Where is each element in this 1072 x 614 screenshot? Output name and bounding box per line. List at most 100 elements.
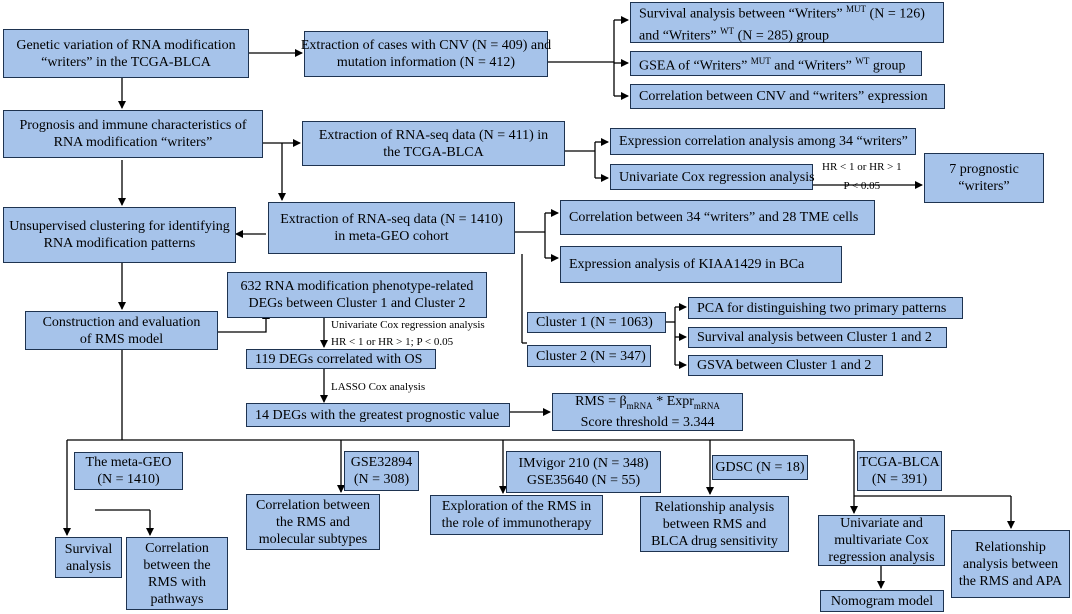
beta-subscript: mRNA xyxy=(626,400,653,411)
rms-formula-box: RMS = βmRNA * ExprmRNA Score threshold =… xyxy=(552,393,743,431)
immuno-line-1: Exploration of the RMS in xyxy=(441,499,592,514)
survival-writers-mut-n: (N = 126) xyxy=(866,6,925,22)
molecular-subtypes-box: Correlation between the RMS and molecula… xyxy=(246,494,380,550)
gdsc-box: GDSC (N = 18) xyxy=(712,455,808,480)
pca-text: PCA for distinguishing two primary patte… xyxy=(697,300,947,316)
degs14-text: 14 DEGs with the greatest prognostic val… xyxy=(255,407,500,423)
rms-formula-line: RMS = βmRNA * ExprmRNA xyxy=(575,393,720,415)
hr-criteria-note: HR < 1 or HR > 1 P < 0.05 xyxy=(822,161,902,193)
tcga391-line-2: (N = 391) xyxy=(871,472,928,487)
apa-line-3: the RMS and APA xyxy=(958,573,1063,589)
rnaseq-1410-box: Extraction of RNA-seq data (N = 1410) in… xyxy=(268,202,515,254)
cnv-extraction-box: Extraction of cases with CNV (N = 409) a… xyxy=(300,31,552,77)
correlation-pathways-box: Correlation between the RMS with pathway… xyxy=(126,537,228,610)
genetic-line-2: “writers” in the TCGA-BLCA xyxy=(41,54,211,70)
seven-prognostic-box: 7 prognostic “writers” xyxy=(924,153,1044,203)
rms-formula-expr: * Expr xyxy=(652,393,694,409)
corr-pathways-line-3: RMS with xyxy=(148,574,206,590)
lasso-note-text: LASSO Cox analysis xyxy=(331,381,426,393)
rnaseq1410-line-2: in meta-GEO cohort xyxy=(334,229,449,244)
construction-line-1: Construction and evaluation xyxy=(42,314,201,330)
unsupervised-clustering-box: Unsupervised clustering for identifying … xyxy=(3,207,236,263)
cluster1-text: Cluster 1 (N = 1063) xyxy=(536,315,653,330)
nomogram-box: Nomogram model xyxy=(820,590,944,612)
degs-14-box: 14 DEGs with the greatest prognostic val… xyxy=(246,403,510,427)
rms-formula-prefix: RMS = β xyxy=(575,393,627,409)
gsva-box: GSVA between Cluster 1 and 2 xyxy=(688,355,883,376)
survival-line-2: analysis xyxy=(65,558,112,574)
corr-pathways-line-1: Correlation xyxy=(145,540,209,556)
expression-correlation-box: Expression correlation analysis among 34… xyxy=(610,128,916,155)
drug-line-3: BLCA drug sensitivity xyxy=(651,533,778,549)
cnv-corr-text: Correlation between CNV and “writers” ex… xyxy=(639,89,928,104)
imvigor-line-2: GSE35640 (N = 55) xyxy=(526,473,641,488)
multicox-line-3: regression analysis xyxy=(828,550,935,565)
mut-superscript: MUT xyxy=(846,3,867,14)
apa-box: Relationship analysis between the RMS an… xyxy=(951,530,1070,598)
tcga-391-box: TCGA-BLCA (N = 391) xyxy=(857,451,942,491)
rms-threshold: Score threshold = 3.344 xyxy=(580,415,715,431)
cnv-correlation-box: Correlation between CNV and “writers” ex… xyxy=(630,84,945,109)
metageo-line-2: (N = 1410) xyxy=(97,472,160,487)
survival-writers-prefix: Survival analysis between “Writers” xyxy=(639,6,843,22)
gse32894-line-2: (N = 308) xyxy=(353,472,410,487)
seven-line-1: 7 prognostic xyxy=(949,162,1019,177)
expr-corr-text: Expression correlation analysis among 34… xyxy=(619,134,908,149)
survival-writers-line-2: and “Writers” WT (N = 285) group xyxy=(639,23,829,45)
expr-subscript: mRNA xyxy=(693,400,720,411)
lasso-note: LASSO Cox analysis xyxy=(331,381,425,394)
univariate-cox-box: Univariate Cox regression analysis xyxy=(610,164,815,190)
construction-line-2: of RMS model xyxy=(79,331,164,347)
unicox-note-line-1: Univariate Cox regression analysis xyxy=(331,319,485,331)
genetic-variation-box: Genetic variation of RNA modification “w… xyxy=(3,29,249,78)
cnv-extract-line-1: Extraction of cases with CNV (N = 409) a… xyxy=(300,38,552,53)
subtypes-line-1: Correlation between xyxy=(256,497,370,513)
unicox-note-line-2: HR < 1 or HR > 1; P < 0.05 xyxy=(331,336,454,348)
tcga391-line-1: TCGA-BLCA xyxy=(859,455,940,470)
cluster-2-box: Cluster 2 (N = 347) xyxy=(527,345,651,367)
degs-632-box: 632 RNA modification phenotype-related D… xyxy=(227,272,487,318)
prognosis-line-1: Prognosis and immune characteristics of xyxy=(19,118,247,133)
degs632-line-2: DEGs between Cluster 1 and Cluster 2 xyxy=(248,296,466,311)
immuno-line-2: the role of immunotherapy xyxy=(441,516,592,531)
survival-writers-box: Survival analysis between “Writers” MUT … xyxy=(630,2,944,43)
gsea-post: group xyxy=(869,58,906,74)
pca-box: PCA for distinguishing two primary patte… xyxy=(688,297,963,319)
gdsc-text: GDSC (N = 18) xyxy=(715,460,805,475)
rnaseq411-line-1: Extraction of RNA-seq data (N = 411) in xyxy=(318,127,549,143)
multicox-line-1: Univariate and xyxy=(840,516,923,531)
gsea-wt-sup: WT xyxy=(855,55,870,66)
survival-writers-wt-n: (N = 285) group xyxy=(734,28,830,44)
unsup-line-1: Unsupervised clustering for identifying xyxy=(9,219,230,234)
hr-note-line-2: P < 0.05 xyxy=(843,180,881,192)
nomogram-text: Nomogram model xyxy=(830,593,934,609)
cnv-extract-line-2: mutation information (N = 412) xyxy=(336,55,516,70)
unsup-line-2: RNA modification patterns xyxy=(43,236,196,251)
drug-line-1: Relationship analysis xyxy=(654,499,775,515)
cluster-1-box: Cluster 1 (N = 1063) xyxy=(527,312,666,333)
univariate-cox-note: Univariate Cox regression analysis HR < … xyxy=(331,319,485,349)
unicox-text: Univariate Cox regression analysis xyxy=(619,169,815,185)
gse32894-box: GSE32894 (N = 308) xyxy=(344,451,419,491)
multivariate-cox-box: Univariate and multivariate Cox regressi… xyxy=(818,515,945,566)
prognosis-line-2: RNA modification “writers” xyxy=(53,135,213,150)
gse32894-line-1: GSE32894 xyxy=(350,455,413,470)
rnaseq411-line-2: the TCGA-BLCA xyxy=(383,144,484,160)
gsea-mid: and “Writers” xyxy=(770,58,856,74)
survival-cluster-box: Survival analysis between Cluster 1 and … xyxy=(688,327,947,348)
gsea-prefix: GSEA of “Writers” xyxy=(639,58,748,74)
survival-line-1: Survival xyxy=(64,541,113,557)
imvigor-box: IMvigor 210 (N = 348) GSE35640 (N = 55) xyxy=(506,451,661,493)
genetic-line-1: Genetic variation of RNA modification xyxy=(16,37,236,53)
corr-pathways-line-2: between the xyxy=(143,557,211,573)
meta-geo-box: The meta-GEO (N = 1410) xyxy=(74,452,183,490)
seven-line-2: “writers” xyxy=(958,179,1010,194)
subtypes-line-3: molecular subtypes xyxy=(258,531,368,547)
prognosis-box: Prognosis and immune characteristics of … xyxy=(3,110,263,158)
cluster2-text: Cluster 2 (N = 347) xyxy=(536,348,646,364)
apa-line-1: Relationship xyxy=(975,539,1046,555)
gsva-text: GSVA between Cluster 1 and 2 xyxy=(697,358,872,373)
survival-writers-line-1: Survival analysis between “Writers” MUT … xyxy=(639,1,925,23)
tme-corr-text: Correlation between 34 “writers” and 28 … xyxy=(569,210,859,225)
